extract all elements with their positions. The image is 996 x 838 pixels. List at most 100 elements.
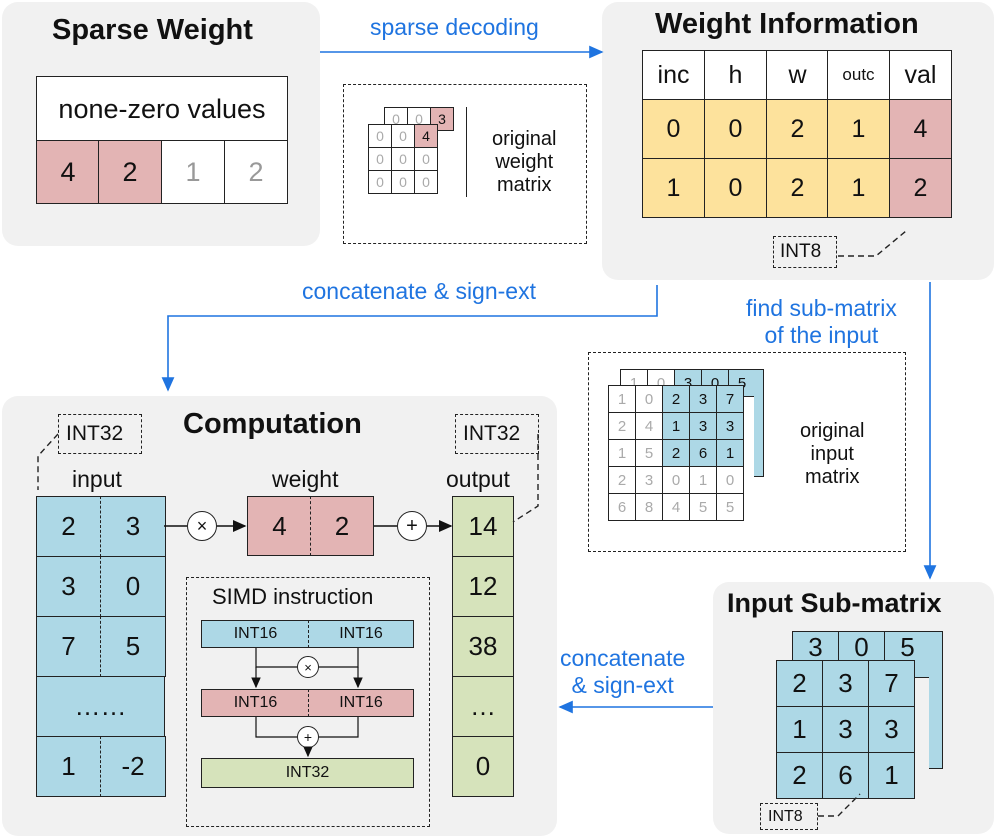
- sparse-weight-title: Sparse Weight: [52, 14, 253, 46]
- weight-front-cell: 0: [368, 124, 392, 148]
- input-front-cell: 1: [608, 439, 636, 467]
- submatrix-cell: 2: [776, 660, 823, 707]
- simd-multiply: ×: [297, 656, 319, 678]
- weight-info-cell: 2: [766, 99, 829, 159]
- sparse-value: 2: [224, 140, 288, 204]
- input-front-cell: 0: [635, 385, 663, 413]
- input-front-cell: 8: [635, 493, 663, 521]
- weight-info-cell: 0: [642, 99, 705, 159]
- label-line: original: [800, 420, 865, 442]
- input-front-cell: 6: [689, 439, 717, 467]
- simd-box: [186, 577, 430, 827]
- weight-info-title: Weight Information: [655, 8, 919, 40]
- multiply-operator: ×: [187, 511, 217, 541]
- label-line: of the input: [764, 322, 879, 348]
- simd-int16: INT16: [201, 620, 309, 648]
- input-front-cell: 1: [689, 466, 717, 494]
- original-weight-box: [343, 84, 587, 244]
- input-front-cell: 1: [662, 412, 690, 440]
- output-cell: 0: [452, 736, 514, 797]
- int8-tag-weight-text: INT8: [780, 241, 822, 262]
- simd-int16: INT16: [308, 620, 414, 648]
- submatrix-cell: 1: [868, 752, 915, 799]
- input-cell: 5: [100, 616, 166, 677]
- input-front-cell: 5: [716, 493, 744, 521]
- weight-info-cell: 1: [827, 158, 890, 218]
- int32-tag-input-text: INT32: [66, 422, 124, 445]
- simd-title: SIMD instruction: [212, 584, 374, 609]
- input-front-cell: 7: [716, 385, 744, 413]
- input-front-cell: 3: [716, 412, 744, 440]
- sparse-value: 4: [36, 140, 100, 204]
- int8-tag-weight: [773, 236, 837, 268]
- submatrix-cell: 2: [776, 752, 823, 799]
- weight-front-cell: 4: [414, 124, 438, 148]
- input-front-cell: 0: [716, 466, 744, 494]
- weight-info-header: outc: [827, 50, 890, 100]
- weight-front-cell: 0: [414, 170, 438, 194]
- weight-info-cell: 2: [889, 158, 952, 218]
- submatrix-cell: 3: [822, 660, 869, 707]
- label-line: original: [492, 128, 557, 150]
- input-cell: 0: [100, 556, 166, 617]
- simd-int16: INT16: [201, 689, 309, 717]
- weight-info-cell: 4: [889, 99, 952, 159]
- input-cell: -2: [100, 736, 166, 797]
- weight-info-header: inc: [642, 50, 705, 100]
- weight-info-cell: 1: [642, 158, 705, 218]
- submatrix-cell: 7: [868, 660, 915, 707]
- sparse-decoding-label: sparse decoding: [370, 14, 539, 40]
- input-label: input: [72, 466, 122, 492]
- concat-signext-label-top: concatenate & sign-ext: [302, 278, 536, 304]
- input-front-cell: 2: [662, 439, 690, 467]
- weight-cell: 4: [247, 496, 311, 556]
- weight-front-cell: 0: [414, 147, 438, 171]
- submatrix-cell: 3: [868, 706, 915, 753]
- simd-int16: INT16: [308, 689, 414, 717]
- input-front-cell: 1: [716, 439, 744, 467]
- sparse-value: 1: [161, 140, 225, 204]
- input-front-cell: 5: [635, 439, 663, 467]
- weight-front-cell: 0: [391, 147, 415, 171]
- weight-info-header: val: [889, 50, 952, 100]
- output-cell: 14: [452, 496, 514, 557]
- weight-info-cell: 2: [766, 158, 829, 218]
- input-front-cell: 1: [608, 385, 636, 413]
- weight-back-side: [453, 107, 467, 197]
- output-label: output: [446, 466, 510, 492]
- label-line: weight: [495, 151, 554, 173]
- simd-add: +: [297, 726, 319, 748]
- weight-info-cell: 0: [704, 99, 767, 159]
- int8-tag-sub-text: INT8: [768, 808, 803, 825]
- input-front-cell: 6: [608, 493, 636, 521]
- label-line: concatenate: [560, 645, 686, 671]
- input-cell: 3: [100, 496, 166, 557]
- input-cell: 1: [36, 736, 100, 797]
- original-input-label: original input matrix: [800, 420, 864, 489]
- weight-info-header: w: [766, 50, 829, 100]
- input-front-cell: 4: [662, 493, 690, 521]
- int8-tag-sub: [760, 803, 818, 830]
- label-line: matrix: [805, 466, 860, 488]
- submatrix-back-side: [929, 631, 943, 769]
- input-ellipsis: ……: [36, 676, 165, 737]
- label-line: input: [810, 443, 854, 465]
- original-weight-label: original weight matrix: [492, 128, 556, 197]
- original-input-box: [588, 352, 906, 552]
- weight-front-cell: 0: [368, 170, 392, 194]
- computation-title: Computation: [183, 408, 362, 440]
- submatrix-cell: 6: [822, 752, 869, 799]
- input-cell: 7: [36, 616, 100, 677]
- input-front-cell: 2: [608, 466, 636, 494]
- output-cell: …: [452, 676, 514, 737]
- output-cell: 38: [452, 616, 514, 677]
- input-cell: 2: [36, 496, 100, 557]
- weight-cell: 2: [310, 496, 374, 556]
- input-front-cell: 5: [689, 493, 717, 521]
- weight-front-cell: 0: [368, 147, 392, 171]
- concat-signext-label-bottom: concatenate & sign-ext: [560, 645, 685, 699]
- submatrix-cell: 3: [822, 706, 869, 753]
- weight-info-cell: 0: [704, 158, 767, 218]
- find-submatrix-label: find sub-matrix of the input: [746, 295, 897, 349]
- weight-info-cell: 1: [827, 99, 890, 159]
